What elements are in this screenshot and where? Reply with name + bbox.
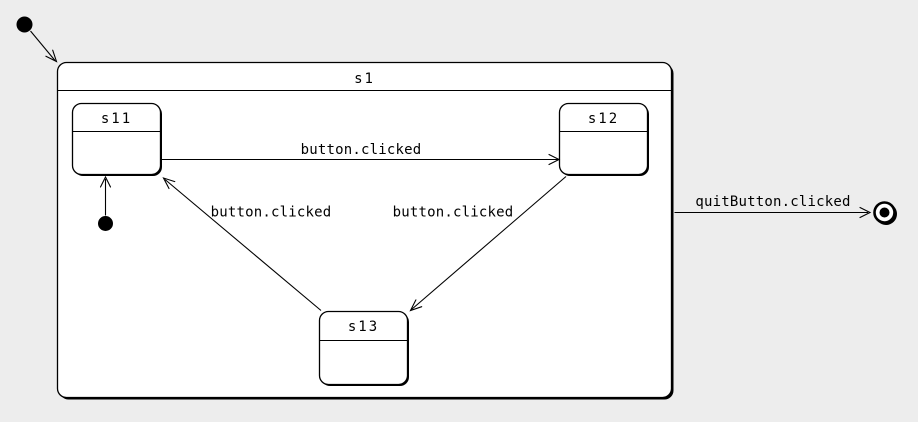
transition-line	[411, 176, 567, 310]
transition-initial-to-s1[interactable]	[30, 30, 58, 63]
transition-s13-to-s11[interactable]: button.clicked	[162, 177, 332, 311]
state-body	[71, 102, 162, 176]
initial-state-icon[interactable]	[98, 216, 113, 231]
state-s13[interactable]: s13	[318, 310, 410, 387]
state-body	[56, 61, 673, 399]
state-s1-label: s1	[354, 71, 375, 87]
transition-label: button.clicked	[301, 142, 422, 158]
state-body	[558, 102, 649, 176]
state-s11-label: s11	[101, 111, 132, 127]
state-s12-label: s12	[588, 111, 619, 127]
initial-state-icon[interactable]	[16, 16, 33, 33]
arrowhead-icon	[99, 175, 112, 188]
state-s1[interactable]: s1	[56, 61, 674, 400]
final-state-dot	[879, 207, 890, 218]
state-s12[interactable]: s12	[558, 102, 650, 177]
transition-s1-to-final[interactable]: quitButton.clicked	[674, 194, 872, 219]
transition-label: button.clicked	[211, 205, 332, 221]
transition-label: button.clicked	[393, 205, 514, 221]
transition-label: quitButton.clicked	[695, 194, 850, 210]
state-body	[318, 310, 409, 386]
final-state-icon[interactable]	[873, 201, 898, 226]
transition-s11-to-s12[interactable]: button.clicked	[161, 142, 561, 166]
transition-line	[30, 30, 56, 61]
state-s11[interactable]: s11	[71, 102, 163, 177]
transition-initial-to-s11[interactable]	[99, 175, 112, 216]
arrowhead-icon	[859, 206, 872, 219]
arrowhead-icon	[548, 153, 561, 166]
arrowhead-icon	[45, 49, 58, 63]
transition-s12-to-s13[interactable]: button.clicked	[393, 176, 567, 312]
transition-line	[164, 179, 322, 311]
state-s13-label: s13	[348, 319, 379, 335]
arrowhead-icon	[162, 177, 176, 190]
arrowhead-icon	[409, 299, 423, 312]
